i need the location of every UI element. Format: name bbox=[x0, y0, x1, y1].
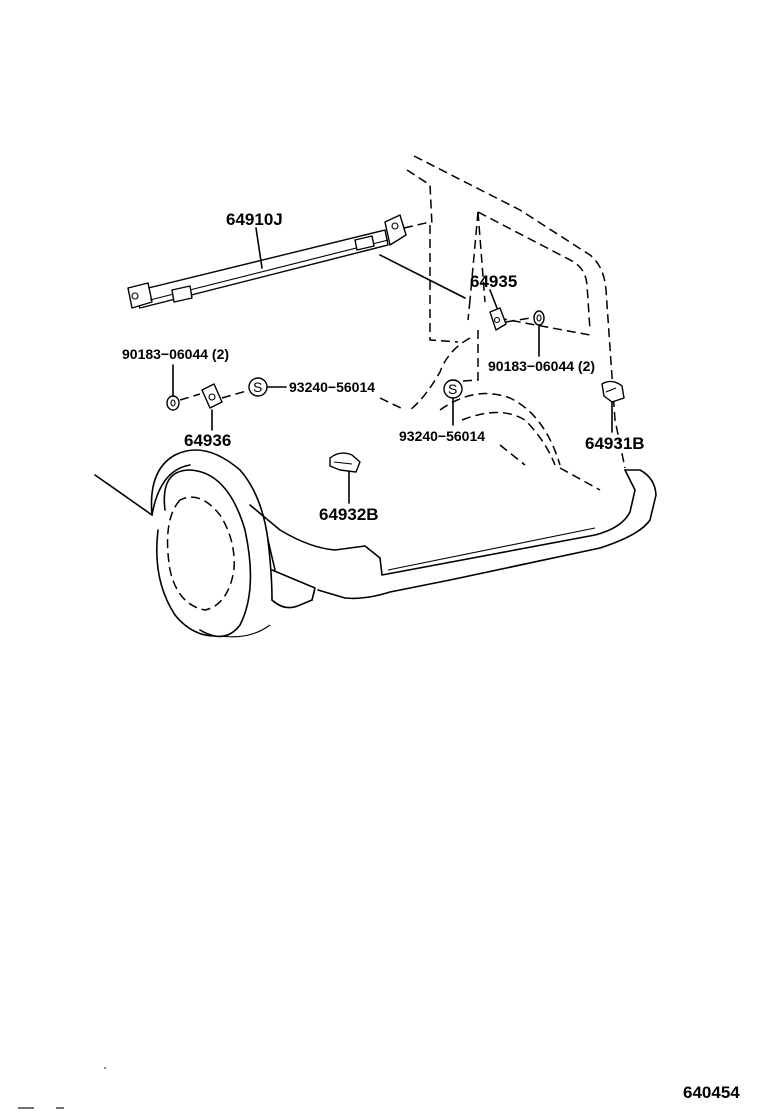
label-64935: 64935 bbox=[470, 272, 517, 291]
dot-mark bbox=[104, 1067, 106, 1069]
screw-marker-right: S bbox=[443, 379, 463, 399]
figure-number: 640454 bbox=[683, 1083, 740, 1102]
grommet-right bbox=[533, 310, 545, 326]
leader-64910J bbox=[255, 227, 263, 269]
label-93240-left: 93240−56014 bbox=[289, 379, 375, 395]
part-64932B-mudguard bbox=[329, 452, 361, 473]
grommet-icon bbox=[533, 310, 545, 326]
svg-text:S: S bbox=[448, 381, 457, 397]
part-64936-bracket bbox=[201, 383, 251, 409]
vehicle-body-outline bbox=[94, 155, 657, 638]
part-64931B-cover bbox=[601, 380, 625, 403]
clip-icon bbox=[201, 383, 223, 409]
label-64910J: 64910J bbox=[226, 210, 283, 229]
label-90183-right: 90183−06044 (2) bbox=[488, 358, 595, 374]
part-64935-clip bbox=[489, 307, 531, 331]
label-93240-right: 93240−56014 bbox=[399, 428, 485, 444]
label-64936: 64936 bbox=[184, 431, 231, 450]
mudguard-icon bbox=[329, 452, 361, 473]
svg-text:S: S bbox=[253, 379, 262, 395]
leader-64935 bbox=[489, 289, 498, 309]
bracket-icon bbox=[489, 307, 507, 331]
label-64931B: 64931B bbox=[585, 434, 645, 453]
grommet-left bbox=[166, 395, 180, 411]
screw-marker-left: S bbox=[248, 377, 268, 397]
part-64910J-rail bbox=[127, 214, 466, 309]
label-90183-left: 90183−06044 (2) bbox=[122, 346, 229, 362]
label-64932B: 64932B bbox=[319, 505, 379, 524]
